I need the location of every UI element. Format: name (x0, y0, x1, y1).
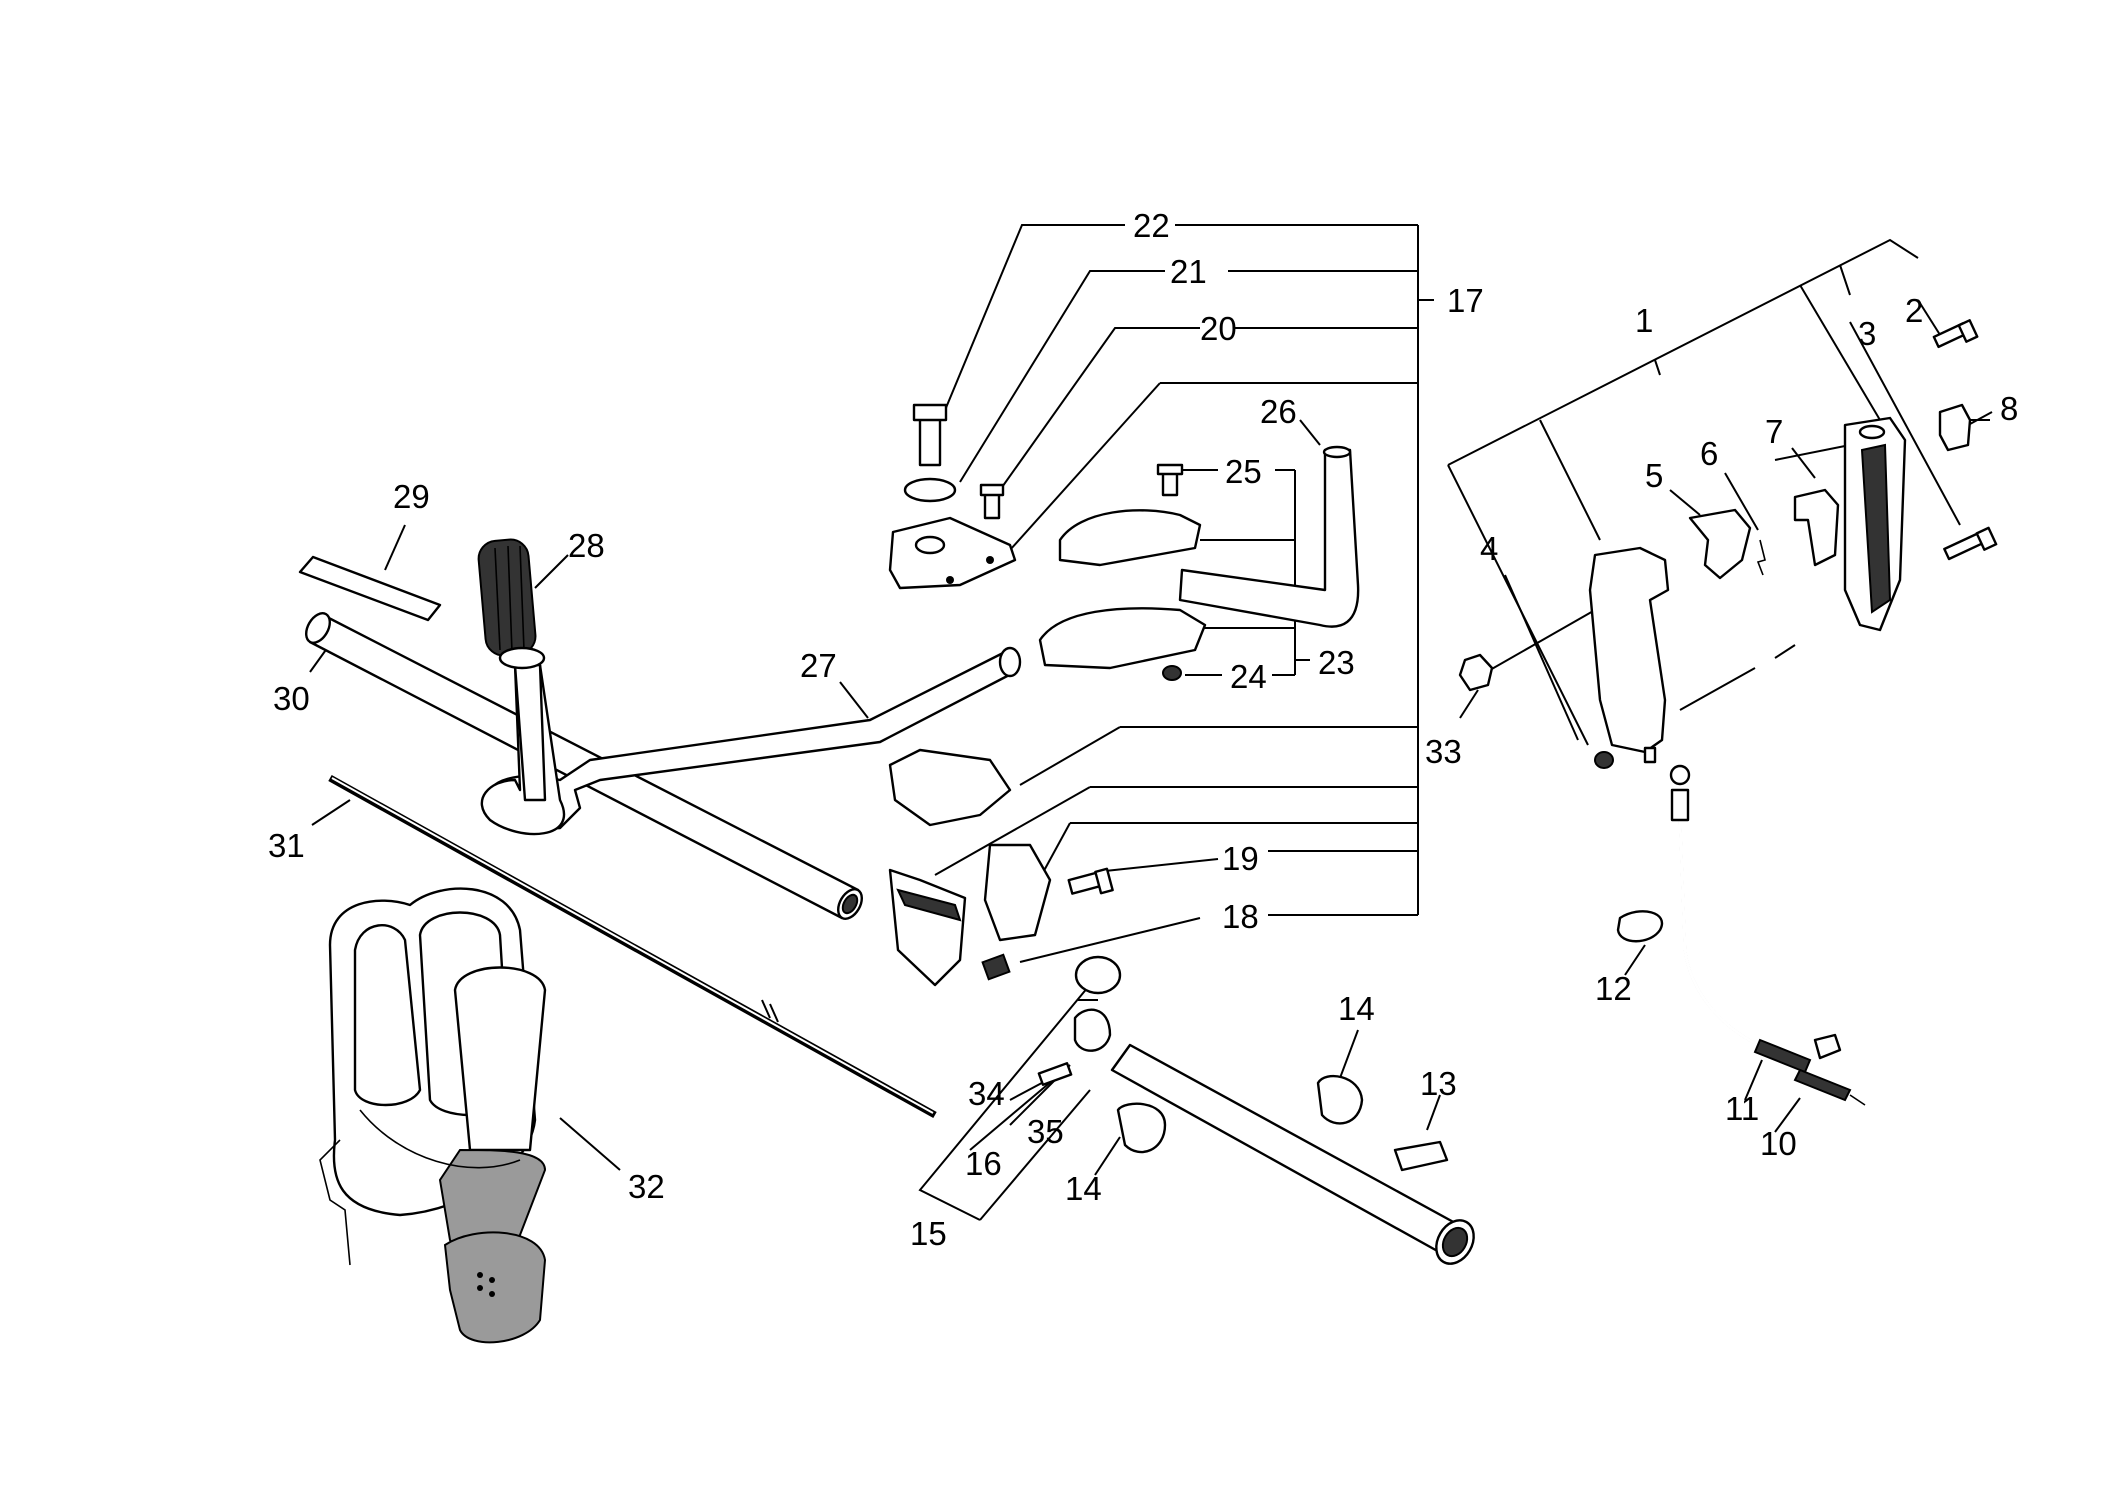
screw-2 (1932, 319, 1979, 349)
screw-19 (1067, 867, 1114, 895)
callout-1: 1 (1635, 302, 1653, 339)
ring-34 (1074, 955, 1122, 995)
callout-26: 26 (1260, 393, 1297, 430)
throttle-cable-11 (1669, 764, 1866, 1106)
control-handle-right (1843, 416, 1907, 632)
clamp-35 (1073, 1008, 1112, 1052)
clamp-cap-top (888, 516, 1017, 590)
screw-3 (1943, 526, 1998, 561)
lever-7 (1793, 488, 1840, 567)
bolt-16 (1037, 1062, 1073, 1086)
drive-shaft-31 (328, 774, 937, 1119)
callout-2: 2 (1905, 292, 1923, 329)
callout-29: 29 (393, 478, 430, 515)
harness-32 (319, 887, 547, 1344)
callout-6: 6 (1700, 435, 1718, 472)
screw-20 (979, 483, 1005, 520)
control-handle-left-4 (1588, 546, 1670, 769)
callout-11: 11 (1725, 1090, 1759, 1127)
callout-27: 27 (800, 647, 837, 684)
callout-labels: 1 2 3 4 5 6 7 8 10 11 12 13 14 14 15 16 … (268, 207, 2018, 1252)
callout-17: 17 (1447, 282, 1484, 319)
callout-3: 3 (1858, 315, 1876, 352)
callout-5: 5 (1645, 457, 1663, 494)
handle-bar-26 (1178, 448, 1360, 628)
callout-13: 13 (1420, 1065, 1457, 1102)
washer-21 (903, 477, 957, 503)
grip-28 (477, 538, 546, 670)
callout-24: 24 (1230, 658, 1267, 695)
spring-6 (1756, 539, 1766, 576)
callout-34: 34 (968, 1075, 1005, 1112)
callout-4: 4 (1480, 530, 1498, 567)
decal-13 (1393, 1140, 1449, 1172)
callout-8: 8 (2000, 390, 2018, 427)
callout-19: 19 (1222, 840, 1259, 877)
leader-lines (309, 224, 1993, 1221)
loop-handle-27 (480, 646, 1022, 836)
decal-sticker-29 (298, 555, 442, 622)
callout-7: 7 (1765, 413, 1783, 450)
callout-14-lower: 14 (1065, 1170, 1102, 1207)
trigger-5 (1688, 508, 1752, 580)
callout-23: 23 (1318, 644, 1355, 681)
clamp-lower-23 (1038, 607, 1207, 681)
clamp-lower-block (888, 748, 1052, 987)
callout-10: 10 (1760, 1125, 1797, 1162)
callout-15: 15 (910, 1215, 947, 1252)
callout-30: 30 (273, 680, 310, 717)
callout-12: 12 (1595, 970, 1632, 1007)
lower-tube (1110, 1043, 1475, 1265)
callout-14-upper: 14 (1338, 990, 1375, 1027)
callout-31: 31 (268, 827, 305, 864)
callout-35: 35 (1027, 1113, 1064, 1150)
callout-32: 32 (628, 1168, 665, 1205)
switch-8 (1938, 403, 1972, 452)
callout-21: 21 (1170, 253, 1207, 290)
clamp-upper-25 (1058, 463, 1202, 567)
callout-16: 16 (965, 1145, 1002, 1182)
callout-33: 33 (1425, 733, 1462, 770)
clip-14-lower (1116, 1102, 1167, 1154)
callout-18: 18 (1222, 898, 1259, 935)
grommet-33 (1458, 653, 1494, 692)
callout-22: 22 (1133, 207, 1170, 244)
callout-25: 25 (1225, 453, 1262, 490)
clip-12 (1616, 910, 1664, 943)
bolt-22 (912, 403, 948, 467)
clip-14-upper (1316, 1074, 1364, 1125)
callout-28: 28 (568, 527, 605, 564)
callout-20: 20 (1200, 310, 1237, 347)
